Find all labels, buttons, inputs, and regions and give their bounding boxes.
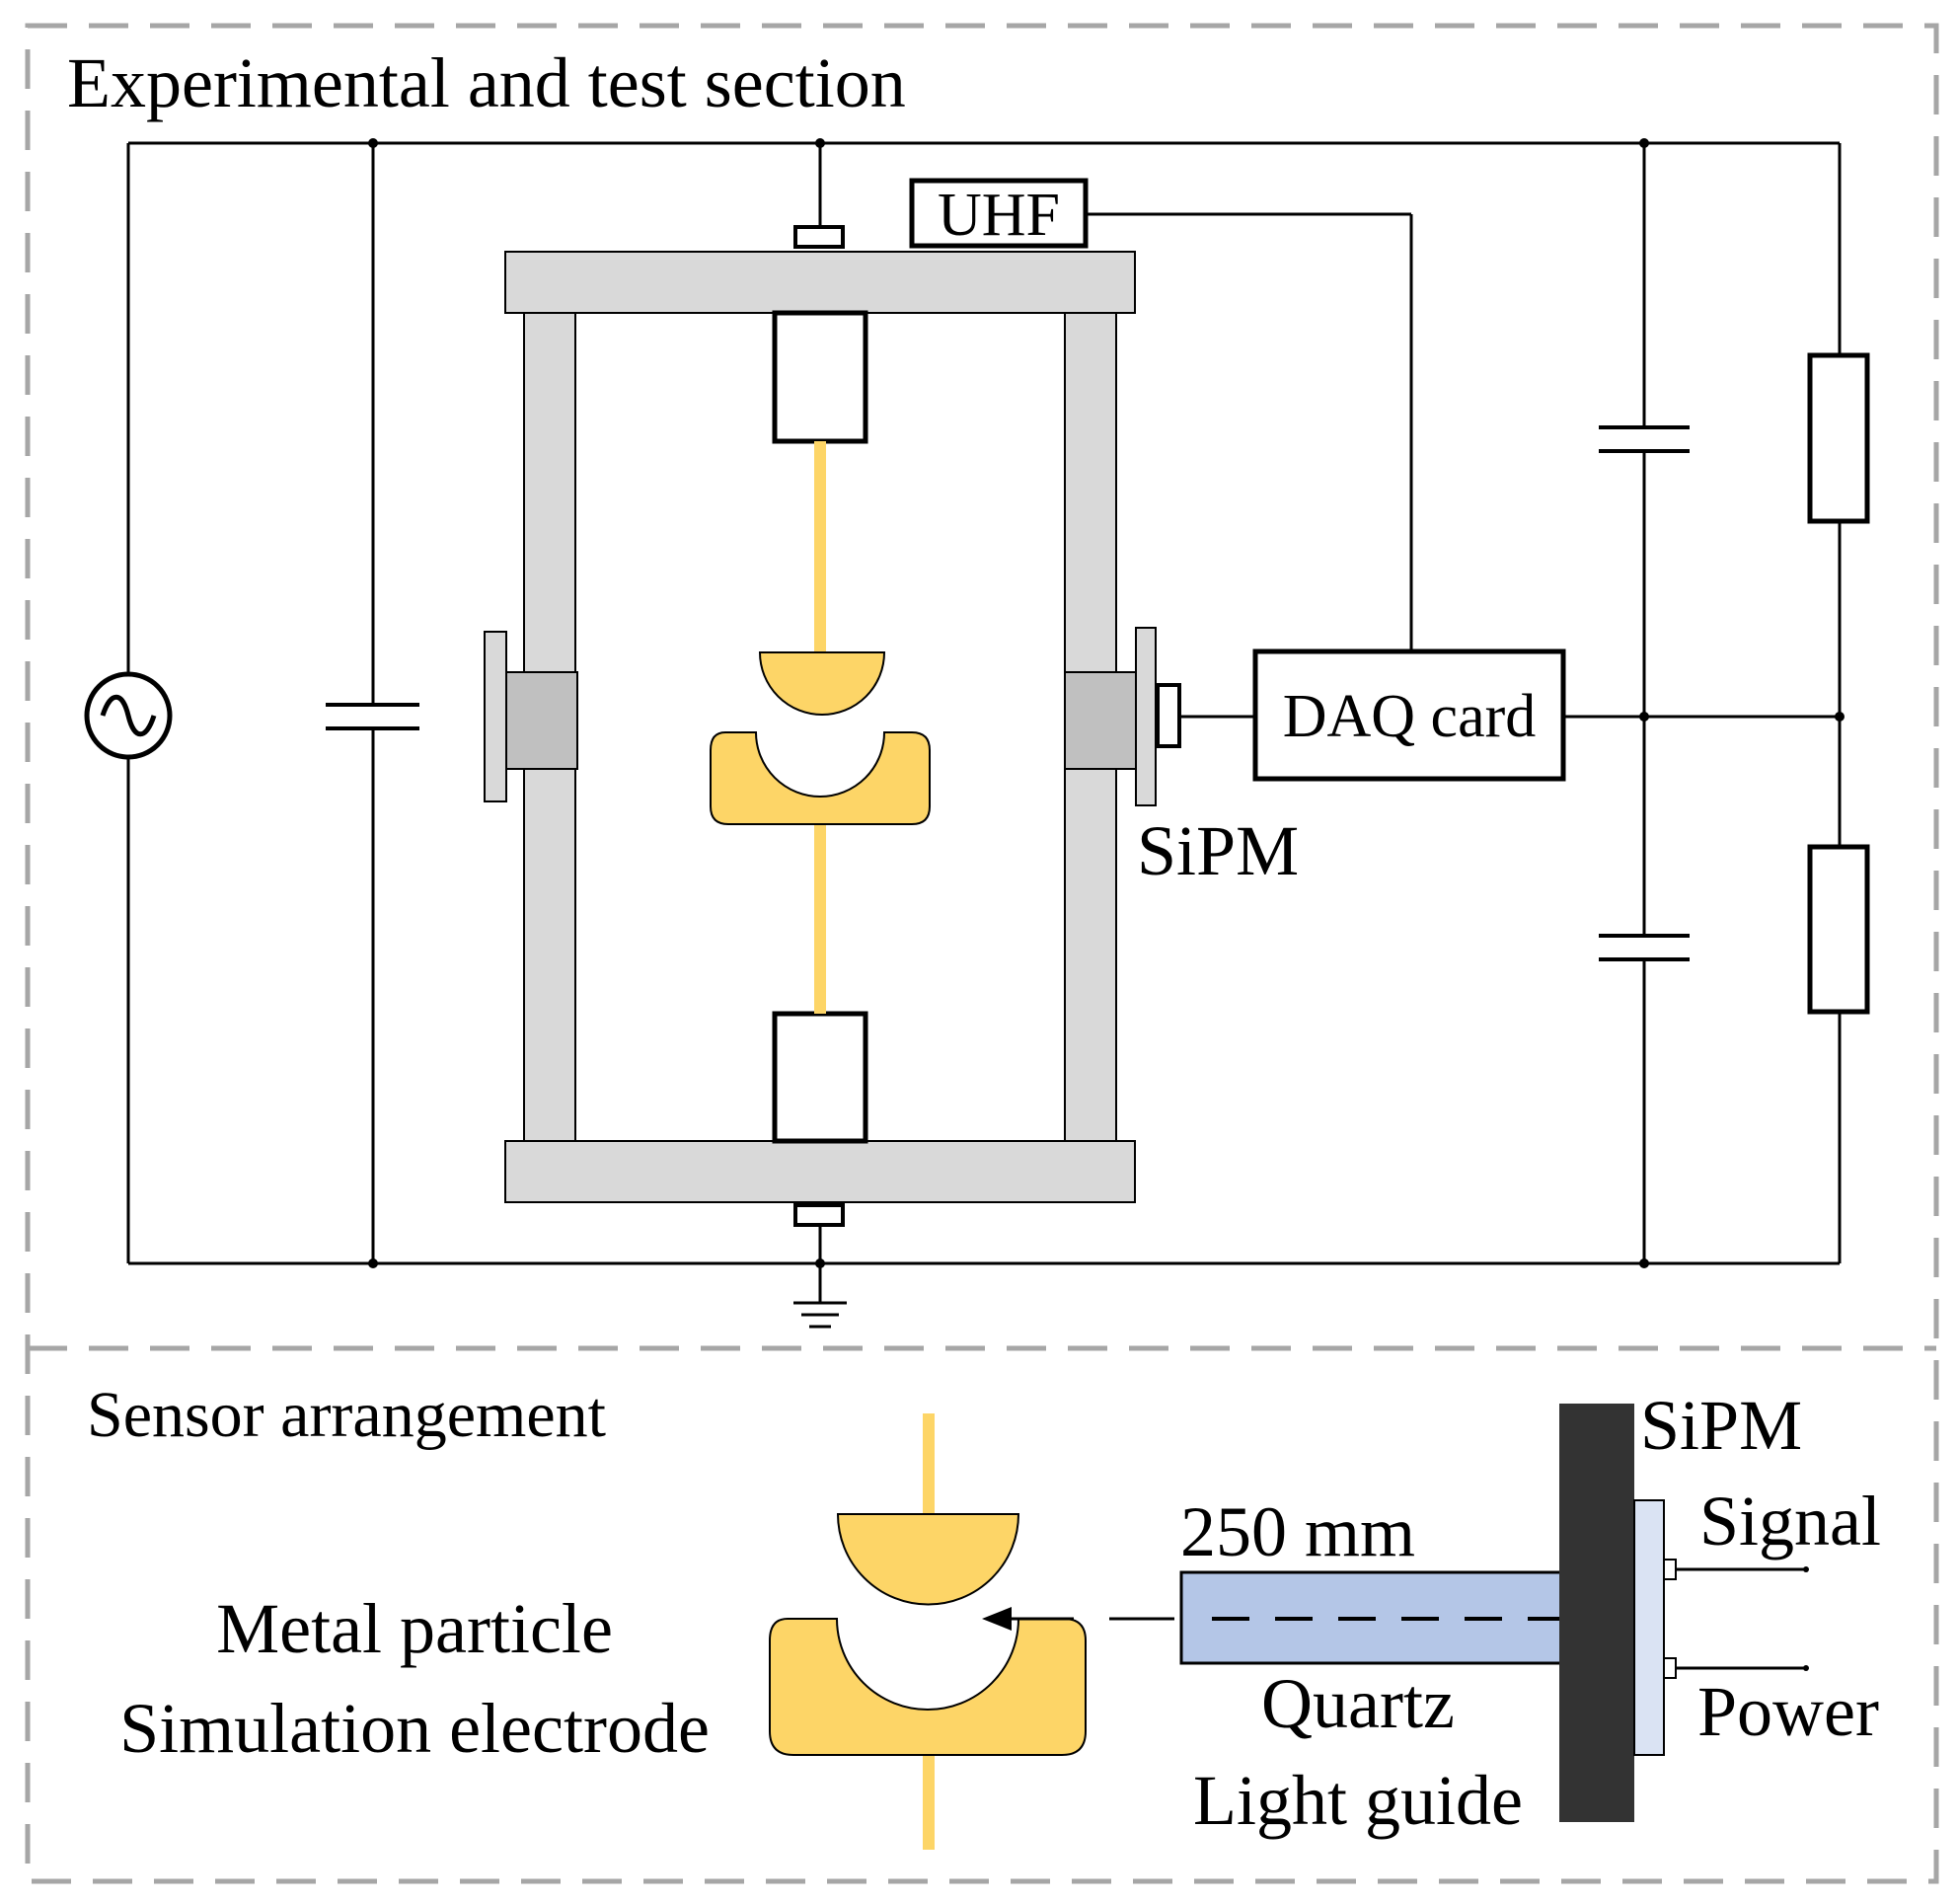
bottom-bushing [793, 1203, 845, 1227]
ground-icon [793, 1301, 847, 1329]
junction-dots [368, 138, 1845, 1268]
signal-label: Signal [1699, 1482, 1881, 1561]
simulation-electrode-detail [769, 1618, 1087, 1756]
capacitor-icon [1599, 934, 1690, 961]
resistor-icon [1807, 352, 1870, 524]
quartz-label: Quartz [1261, 1664, 1455, 1743]
top-bushing [793, 225, 845, 249]
sipm-sensor-top [1156, 683, 1181, 748]
bottom-section-title: Sensor arrangement [87, 1379, 606, 1451]
sipm-chip [1633, 1499, 1665, 1756]
test-chamber [484, 251, 1157, 1203]
outer-dashed-border [25, 23, 1939, 1884]
left-window [505, 671, 578, 770]
signal-pin [1663, 1559, 1677, 1580]
uhf-sensor-box [909, 178, 1089, 249]
upper-rod-detail [923, 1413, 935, 1514]
light-arrow-left [982, 1607, 1012, 1631]
left-window-flange [484, 631, 507, 802]
lower-rod-detail [923, 1755, 935, 1850]
metal-particle-electrode-detail [836, 1513, 1020, 1606]
simulation-electrode-label: Simulation electrode [119, 1689, 710, 1768]
capacitor-icon [1599, 425, 1690, 453]
power-pin [1663, 1657, 1677, 1679]
resistor-icon [1807, 844, 1870, 1015]
light-guide-label: Light guide [1193, 1761, 1523, 1840]
sipm-mount-plate [1559, 1404, 1634, 1822]
power-wire-end [1803, 1665, 1809, 1671]
metal-particle-electrode [758, 651, 886, 716]
lower-electrode-holder [772, 1011, 868, 1144]
right-window [1064, 671, 1137, 770]
ac-source-icon [84, 671, 173, 760]
top-section-title: Experimental and test section [67, 43, 906, 122]
chamber-top-plate [504, 251, 1136, 314]
right-window-flange [1135, 627, 1157, 806]
sipm-label-bottom: SiPM [1640, 1386, 1802, 1465]
circuit-wires [126, 141, 1842, 1303]
power-label: Power [1697, 1672, 1879, 1751]
metal-particle-label: Metal particle [216, 1589, 613, 1668]
daq-card-box [1252, 648, 1566, 782]
lower-rod [814, 824, 826, 1014]
sipm-label-top: SiPM [1137, 811, 1299, 890]
daq-card-label: DAQ card [1283, 683, 1537, 750]
signal-wire-end [1803, 1566, 1809, 1572]
capacitor-icon [326, 703, 419, 730]
upper-rod [814, 441, 826, 652]
chamber-bottom-plate [504, 1140, 1136, 1203]
simulation-electrode [710, 731, 931, 825]
upper-electrode-holder [772, 310, 868, 444]
distance-label: 250 mm [1180, 1492, 1415, 1571]
uhf-label: UHF [938, 182, 1060, 249]
